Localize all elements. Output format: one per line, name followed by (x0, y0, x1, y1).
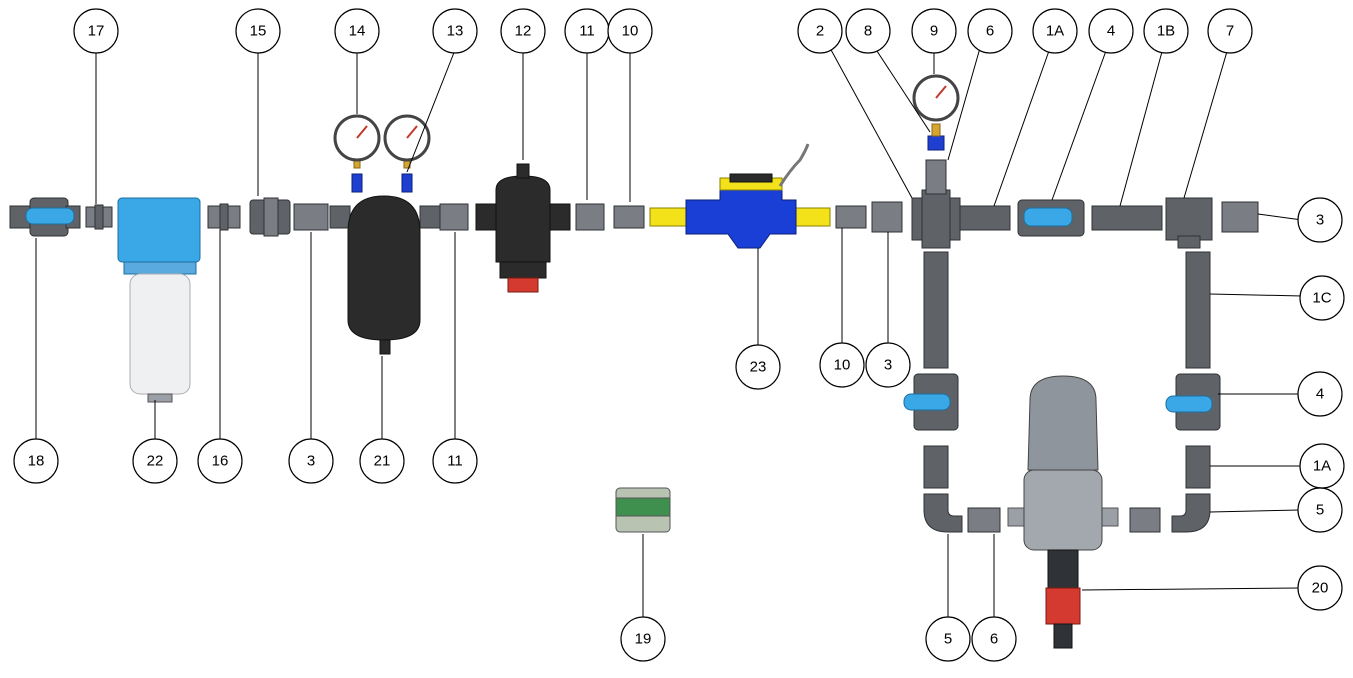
callout-1c: 1C (1299, 275, 1345, 321)
callout-9: 9 (911, 8, 957, 54)
svg-text:7: 7 (1226, 23, 1234, 40)
callout-11-top: 11 (564, 8, 610, 54)
svg-text:18: 18 (28, 453, 45, 470)
adapter-fitting-3b (871, 201, 903, 233)
svg-text:3: 3 (307, 453, 315, 470)
callout-6-bottom: 6 (971, 616, 1017, 662)
svg-text:11: 11 (579, 23, 595, 40)
callout-14: 14 (334, 8, 380, 54)
sediment-filter-housing (117, 197, 201, 403)
svg-text:5: 5 (944, 631, 952, 648)
callout-12: 12 (500, 8, 546, 54)
svg-text:8: 8 (864, 23, 872, 40)
dosing-pump (1007, 375, 1119, 649)
callout-21: 21 (359, 438, 405, 484)
callout-3-mid: 3 (865, 342, 911, 388)
svg-text:21: 21 (374, 453, 391, 470)
callout-1a-right: 1A (1299, 443, 1345, 489)
callout-3-bottom: 3 (288, 438, 334, 484)
callout-7: 7 (1207, 8, 1253, 54)
svg-text:19: 19 (635, 631, 652, 648)
svg-text:12: 12 (515, 23, 532, 40)
callout-2: 2 (797, 8, 843, 54)
callout-19: 19 (620, 616, 666, 662)
callout-labels: 17 15 14 13 12 11 10 2 8 9 6 1A 4 1B 7 3… (13, 8, 1345, 662)
callout-1b: 1B (1143, 8, 1189, 54)
adapter-fitting-10a (613, 205, 645, 229)
adapter-fitting-3 (293, 203, 329, 231)
svg-text:6: 6 (986, 23, 994, 40)
svg-text:4: 4 (1107, 23, 1115, 40)
callout-3-right: 3 (1297, 197, 1343, 243)
callout-10-top: 10 (607, 8, 653, 54)
bypass-leg-right (1129, 251, 1221, 533)
screen-filter-with-gauges (329, 114, 441, 355)
callout-10-mid: 10 (819, 342, 865, 388)
svg-text:1C: 1C (1312, 290, 1331, 307)
svg-text:16: 16 (212, 453, 229, 470)
adapter-fitting-11b (575, 203, 605, 231)
svg-text:9: 9 (930, 23, 938, 40)
parts-illustration (9, 74, 1259, 649)
svg-text:3: 3 (1316, 212, 1324, 229)
callout-17: 17 (73, 8, 119, 54)
svg-text:5: 5 (1316, 502, 1324, 519)
svg-text:10: 10 (622, 23, 639, 40)
nipple-fitting-17 (85, 204, 113, 230)
callout-18: 18 (13, 438, 59, 484)
cross-fitting (911, 74, 961, 249)
water-meter (649, 143, 831, 249)
svg-text:2: 2 (816, 23, 824, 40)
callout-13: 13 (432, 8, 478, 54)
svg-text:23: 23 (750, 359, 767, 376)
ball-valve-inlet (9, 197, 81, 237)
svg-text:6: 6 (990, 631, 998, 648)
svg-text:22: 22 (147, 453, 164, 470)
svg-text:17: 17 (88, 23, 105, 40)
callout-22: 22 (132, 438, 178, 484)
callout-11-bottom: 11 (432, 438, 478, 484)
svg-text:4: 4 (1316, 386, 1324, 403)
nipple-fitting-16 (207, 203, 241, 231)
svg-text:10: 10 (834, 357, 851, 374)
adapter-fitting-10b (835, 205, 867, 229)
svg-text:20: 20 (1312, 580, 1329, 597)
union-fitting (249, 197, 291, 237)
pressure-regulator (475, 163, 571, 293)
svg-text:13: 13 (447, 23, 464, 40)
svg-text:1A: 1A (1313, 458, 1331, 475)
svg-text:11: 11 (447, 453, 463, 470)
callout-1a-top: 1A (1032, 8, 1078, 54)
callout-4-top: 4 (1088, 8, 1134, 54)
leader-lines (35, 47, 1303, 618)
bypass-pipe-top (959, 197, 1259, 249)
svg-text:14: 14 (349, 23, 366, 40)
pvc-cement-can (615, 487, 671, 533)
callout-8: 8 (845, 8, 891, 54)
callout-16: 16 (197, 438, 243, 484)
callout-23: 23 (735, 344, 781, 390)
svg-text:15: 15 (250, 23, 267, 40)
callout-6-top: 6 (967, 8, 1013, 54)
callout-4-right: 4 (1297, 371, 1343, 417)
callout-15: 15 (235, 8, 281, 54)
adapter-fitting-11a (439, 203, 469, 231)
callout-5-right: 5 (1297, 487, 1343, 533)
callout-5-bottom: 5 (925, 616, 971, 662)
callout-20: 20 (1297, 565, 1343, 611)
bypass-leg-left (903, 251, 1001, 533)
svg-text:1B: 1B (1157, 23, 1175, 40)
svg-text:3: 3 (884, 357, 892, 374)
svg-text:1A: 1A (1046, 23, 1064, 40)
